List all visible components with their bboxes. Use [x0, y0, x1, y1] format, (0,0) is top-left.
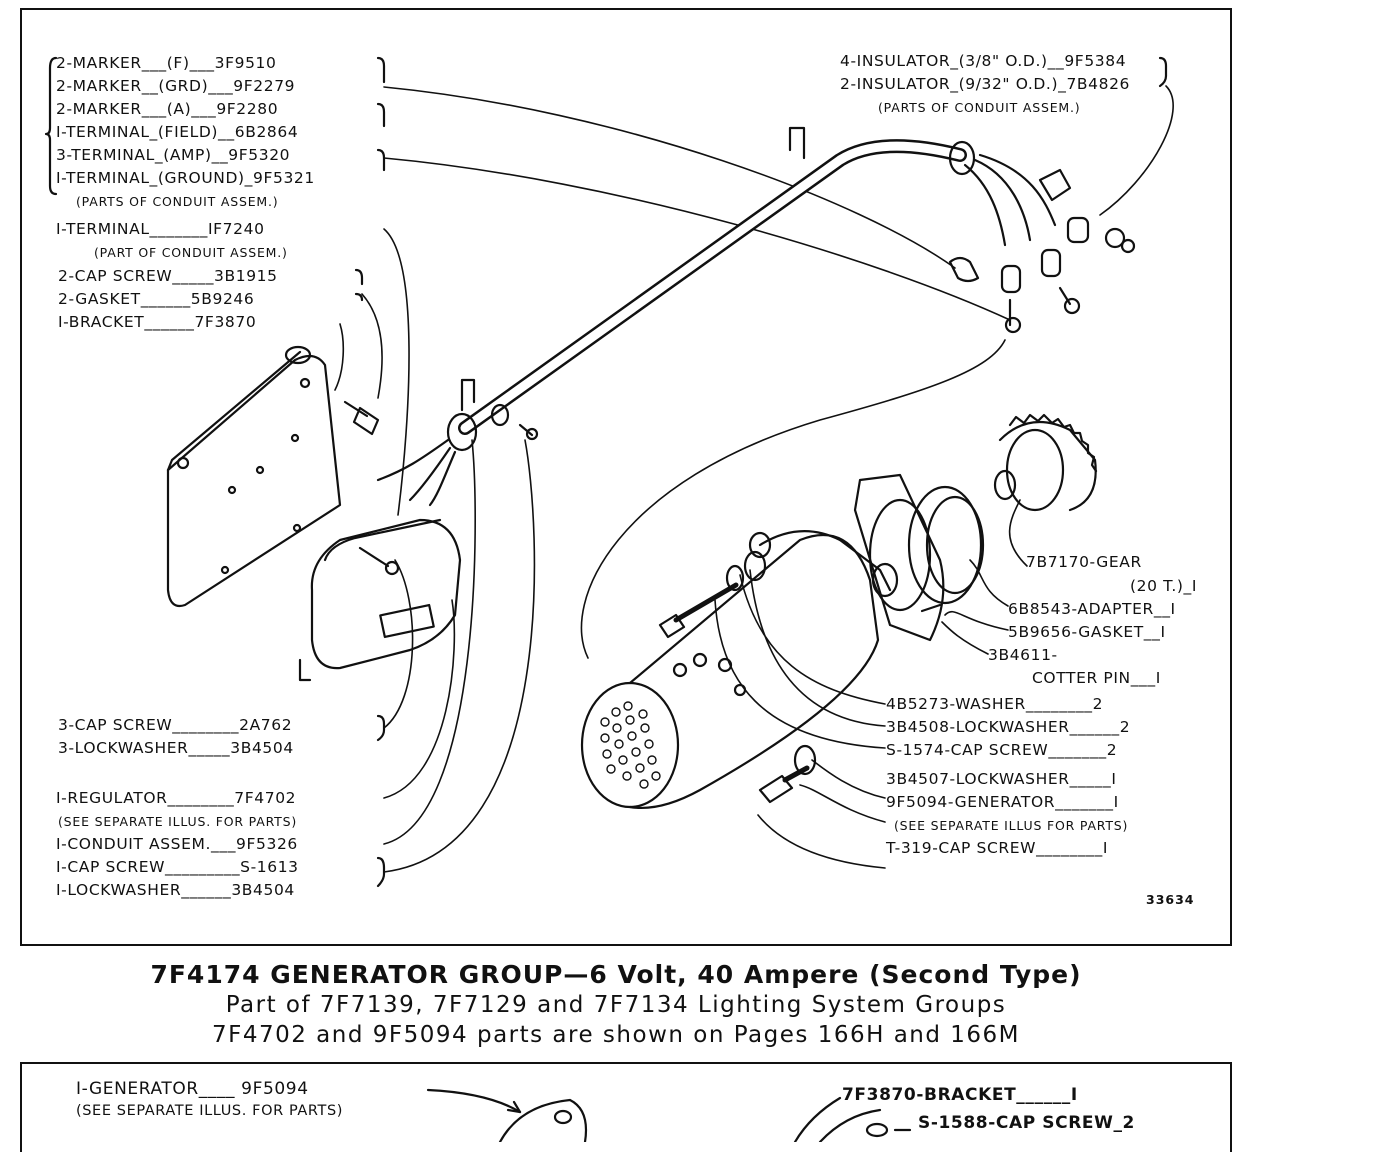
regulator-conduit-list: I-REGULATOR________7F4702 (SEE SEPARATE …: [56, 787, 299, 902]
part-note: (SEE SEPARATE ILLUS FOR PARTS): [894, 818, 1129, 833]
part-label: 9F5094-GENERATOR_______I: [886, 793, 1119, 811]
part-label: I-REGULATOR________7F4702: [56, 789, 297, 807]
bracket-parts-list: 2-CAP SCREW_____3B1915 2-GASKET______5B9…: [58, 265, 278, 334]
generator: [580, 530, 899, 809]
generator-vent-holes: [600, 701, 661, 789]
part-label: I-CAP SCREW_________S-1613: [56, 858, 299, 876]
conduit-assembly: [376, 126, 1057, 507]
terminals-insulators: [948, 168, 1136, 334]
part-label: 2-INSULATOR_(9/32" O.D.)_7B4826: [840, 75, 1130, 93]
generator-parts-list: 4B5273-WASHER________2 3B4508-LOCKWASHER…: [886, 693, 1130, 860]
part-label: T-319-CAP SCREW________I: [886, 839, 1109, 857]
part-note: (PARTS OF CONDUIT ASSEM.): [76, 194, 279, 209]
cotter-pin-label: COTTER PIN___I: [1032, 669, 1161, 687]
leader-lines: [334, 85, 1174, 873]
gear-teeth-label: (20 T.)_I: [1130, 577, 1198, 595]
part-label: S-1588-CAP SCREW_2: [918, 1113, 1135, 1133]
cotter-pin-number: 3B4611-: [988, 646, 1058, 664]
part-label: 2-MARKER__(GRD)___9F2279: [56, 77, 296, 95]
bracket-plate: [166, 345, 380, 608]
part-label: I-TERMINAL_(FIELD)__6B2864: [56, 123, 299, 141]
lower-diagram-frame: [20, 1062, 1232, 1152]
caption-title: 7F4174 GENERATOR GROUP—6 Volt, 40 Ampere…: [150, 960, 1082, 989]
part-label: 2-CAP SCREW_____3B1915: [58, 267, 278, 285]
regulator: [298, 518, 462, 682]
part-label: 2-GASKET______5B9246: [58, 290, 255, 308]
part-label: S-1574-CAP SCREW_______2: [886, 741, 1118, 759]
adapter-label: 6B8543-ADAPTER__I: [1008, 600, 1176, 618]
gasket-label: 5B9656-GASKET__I: [1008, 623, 1166, 641]
part-label: 4-INSULATOR_(3/8" O.D.)__9F5384: [840, 52, 1127, 70]
part-note: (SEE SEPARATE ILLUS. FOR PARTS): [76, 1103, 344, 1119]
insulator-parts-list: 4-INSULATOR_(3/8" O.D.)__9F5384 2-INSULA…: [840, 50, 1130, 119]
gear-label: 7B7170-GEAR: [1026, 553, 1142, 571]
part-label: I-CONDUIT ASSEM.___9F5326: [56, 835, 298, 853]
part-label: 3-CAP SCREW________2A762: [58, 716, 293, 734]
diagram-frame: [20, 8, 1232, 946]
part-label: 3-LOCKWASHER_____3B4504: [58, 739, 294, 757]
gasket-adapter-gear: [853, 413, 1098, 642]
part-label: I-GENERATOR____ 9F5094: [76, 1079, 309, 1099]
caption-line-3: 7F4702 and 9F5094 parts are shown on Pag…: [211, 1022, 1021, 1048]
terminal-parts-list: I-TERMINAL_______IF7240 (PART OF CONDUIT…: [56, 218, 288, 264]
part-label: 3-TERMINAL_(AMP)__9F5320: [56, 146, 291, 164]
part-label: 3B4508-LOCKWASHER______2: [886, 718, 1131, 736]
regulator-screws-list: 3-CAP SCREW________2A762 3-LOCKWASHER___…: [58, 714, 294, 760]
marker-terminal-parts-list: 2-MARKER___(F)___3F9510 2-MARKER__(GRD)_…: [56, 52, 315, 213]
figure-reference-number: 33634: [1146, 892, 1195, 907]
part-label: I-TERMINAL_______IF7240: [56, 220, 265, 238]
part-note: (SEE SEPARATE ILLUS. FOR PARTS): [58, 814, 297, 829]
part-label: I-TERMINAL_(GROUND)_9F5321: [56, 169, 315, 187]
part-note: (PARTS OF CONDUIT ASSEM.): [878, 100, 1081, 115]
part-label: 2-MARKER___(F)___3F9510: [56, 54, 277, 72]
lower-right-parts: 7F3870-BRACKET______I S-1588-CAP SCREW_2: [842, 1084, 1135, 1134]
lower-left-parts: I-GENERATOR____ 9F5094 (SEE SEPARATE ILL…: [76, 1078, 343, 1122]
part-label: 2-MARKER___(A)___9F2280: [56, 100, 279, 118]
part-note: (PART OF CONDUIT ASSEM.): [94, 245, 288, 260]
part-label: I-LOCKWASHER______3B4504: [56, 881, 295, 899]
part-label: 4B5273-WASHER________2: [886, 695, 1104, 713]
part-label: 3B4507-LOCKWASHER_____I: [886, 770, 1117, 788]
part-label: 7F3870-BRACKET______I: [842, 1085, 1078, 1105]
part-label: I-BRACKET______7F3870: [58, 313, 257, 331]
caption-line-2: Part of 7F7139, 7F7129 and 7F7134 Lighti…: [225, 992, 1007, 1018]
